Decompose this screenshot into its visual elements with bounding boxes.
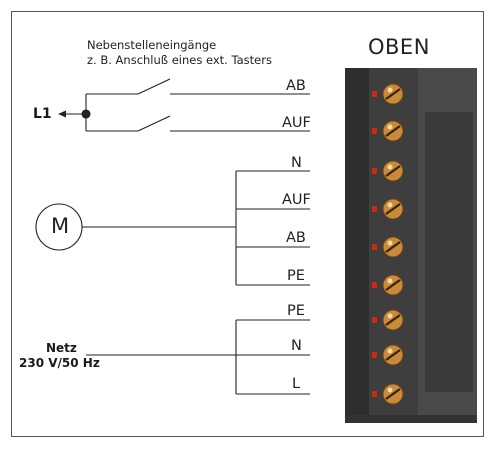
terminal-screw — [372, 120, 404, 142]
top-label: OBEN — [368, 35, 430, 59]
terminal-label: N — [291, 155, 302, 171]
terminal-label: AB — [286, 78, 306, 94]
terminal-screws — [372, 83, 404, 405]
terminal-screw — [372, 309, 404, 331]
aux-inputs-subtitle: z. B. Anschluß eines ext. Tasters — [87, 53, 272, 67]
aux-inputs-title: Nebenstelleneingänge — [87, 38, 217, 52]
wiring — [35, 78, 310, 395]
terminal-screw — [372, 344, 404, 366]
terminal-block — [345, 68, 477, 423]
supply-voltage: 230 V/50 Hz — [19, 356, 100, 370]
supply-label: Netz — [46, 341, 77, 355]
terminal-screw — [372, 83, 404, 105]
terminal-screw — [372, 383, 404, 405]
terminal-label: AB — [286, 230, 306, 246]
terminal-label: PE — [287, 303, 305, 319]
terminal-label: L — [292, 376, 301, 392]
motor-symbol: M — [51, 214, 70, 238]
terminal-screw — [372, 160, 404, 182]
terminal-label: AUF — [282, 115, 311, 131]
terminal-label: PE — [287, 268, 305, 284]
terminal-label: AUF — [282, 192, 311, 208]
terminal-label: N — [291, 338, 302, 354]
terminal-screw — [372, 198, 404, 220]
terminal-screw — [372, 274, 404, 296]
terminal-screw — [372, 236, 404, 258]
phase-input-label: L1 — [33, 106, 52, 122]
